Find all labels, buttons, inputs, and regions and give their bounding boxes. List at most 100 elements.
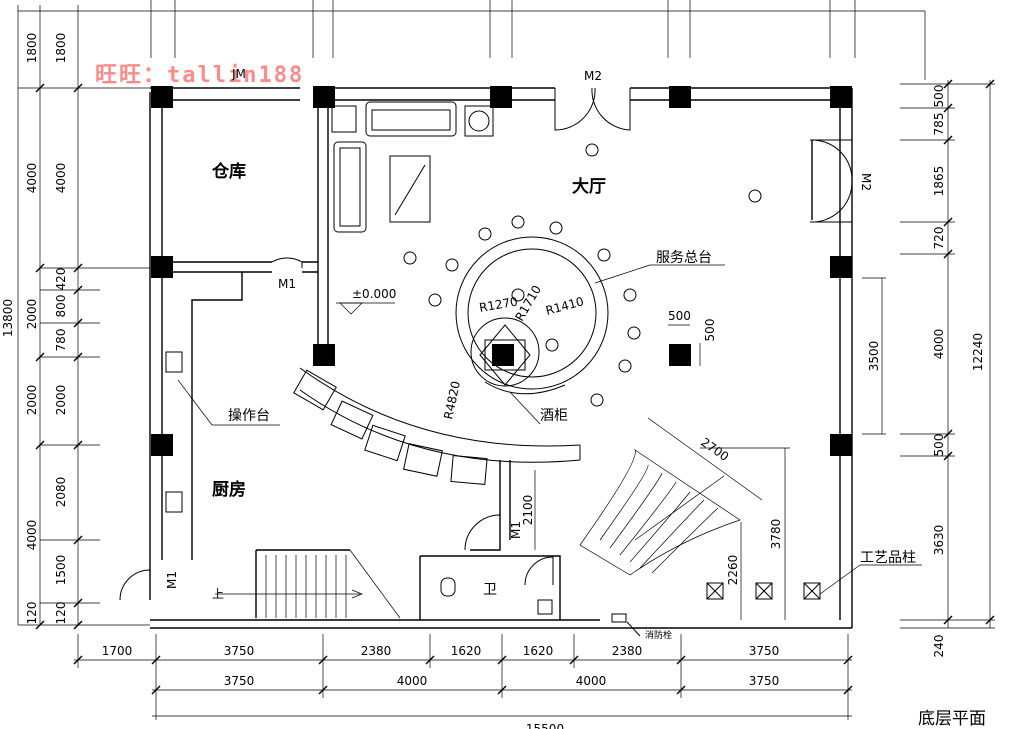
dim-500-v: 500 (703, 319, 717, 342)
bar-stools (428, 215, 641, 407)
column (313, 344, 335, 366)
right-dimension-lines (900, 80, 995, 629)
coffee-table (389, 155, 431, 223)
booth-seat (403, 443, 443, 477)
dim-right-5: 500 (932, 434, 946, 457)
dim-left-c1-5: 120 (25, 602, 39, 625)
elevation-label: ±0.000 (352, 287, 396, 301)
watermark: 旺旺：tallin188 (95, 63, 304, 88)
door-jm-label: JM (231, 67, 246, 81)
column (151, 256, 173, 278)
sink (165, 491, 183, 513)
column (830, 256, 852, 278)
door-wc (524, 556, 554, 586)
booth-seat (450, 455, 488, 485)
dim-bottom-r1-3: 1620 (451, 644, 482, 658)
wine-cabinet-label: 酒柜 (540, 408, 568, 424)
armchair (464, 105, 494, 137)
dim-bottom-r1-5: 2380 (612, 644, 643, 658)
dim-bottom-r1-1: 3750 (224, 644, 255, 658)
wash-basin (537, 599, 553, 615)
dim-bottom-r1-6: 3750 (749, 644, 780, 658)
column (313, 86, 335, 108)
dim-3780: 3780 (769, 519, 783, 550)
column (151, 434, 173, 456)
door-m1-kitchen (119, 569, 151, 601)
outer-walls (149, 87, 853, 629)
drawing-title: 底层平面 (918, 709, 986, 729)
dim-left-c2-7: 1500 (54, 555, 68, 586)
dim-2100: 2100 (521, 495, 535, 526)
interior-walls (162, 100, 561, 620)
dim-bottom-r1-0: 1700 (102, 644, 133, 658)
dim-left-c2-4: 780 (54, 329, 68, 352)
dim-left-c1-0: 1800 (25, 33, 39, 64)
dim-right-7: 240 (932, 635, 946, 658)
radius-4820: R4820 (441, 380, 463, 421)
door-m2-top (554, 87, 631, 131)
dim-left-c2-2: 420 (54, 268, 68, 291)
stairs-lower (215, 549, 401, 619)
work-counter-label: 操作台 (228, 408, 270, 424)
bar-counter (299, 367, 581, 463)
right-dim-texts: 12240 500 785 1865 720 4000 500 3630 240 (932, 85, 985, 658)
dim-left-c1-4: 4000 (25, 520, 39, 551)
column (490, 86, 512, 108)
column (830, 434, 852, 456)
fire-hydrant-label: 消防栓 (645, 629, 672, 641)
column (830, 86, 852, 108)
person-icon (585, 143, 599, 157)
dim-left-c2-1: 4000 (54, 163, 68, 194)
art-column-symbols (706, 582, 821, 600)
dim-right-2: 1865 (932, 166, 946, 197)
dim-2260: 2260 (726, 555, 740, 586)
dim-right-4: 4000 (932, 329, 946, 360)
dim-bottom-r1-4: 1620 (523, 644, 554, 658)
dim-left-c2-8: 120 (54, 602, 68, 625)
column (151, 86, 173, 108)
left-dimension-lines (17, 5, 150, 626)
structural-columns (151, 86, 852, 456)
art-column (706, 582, 724, 600)
dim-left-c2-5: 2000 (54, 385, 68, 416)
right-dim-ticks (943, 79, 995, 625)
dim-bottom-r2-3: 3750 (749, 674, 780, 688)
person-icon (748, 189, 762, 203)
top-extension-lines (18, 0, 926, 80)
dim-bottom-r1-2: 2380 (361, 644, 392, 658)
art-column-label: 工艺品柱 (860, 550, 916, 566)
dim-bottom-r2-0: 3750 (224, 674, 255, 688)
stair-up-label: 上 (212, 587, 224, 601)
dim-bottom-total: 15500 (526, 722, 564, 729)
reception-label: 服务总台 (656, 250, 712, 266)
art-column (755, 582, 773, 600)
dim-left-c1-3: 2000 (25, 385, 39, 416)
booth-seat (330, 400, 374, 440)
room-kitchen: 厨房 (212, 479, 246, 500)
door-m1-kitchen-label: M1 (165, 571, 179, 589)
sink (165, 351, 183, 373)
dim-left-c2-3: 800 (54, 295, 68, 318)
door-m1-warehouse-label: M1 (278, 277, 296, 291)
dim-bottom-r2-2: 4000 (576, 674, 607, 688)
bottom-dim-ticks (73, 655, 853, 695)
wc-label: 卫 (483, 582, 497, 598)
reception-desk (455, 236, 609, 395)
booth-seat (364, 424, 406, 462)
room-warehouse: 仓库 (211, 161, 246, 182)
sofa (365, 101, 457, 137)
door-m1-toilet (464, 514, 501, 551)
bottom-dim-texts: 1700 3750 2380 1620 1620 2380 3750 3750 … (102, 644, 780, 729)
dim-left-c1-2: 2000 (25, 299, 39, 330)
dim-right-0: 500 (932, 85, 946, 108)
column (492, 344, 514, 366)
column (669, 344, 691, 366)
kitchen-fixtures (165, 351, 641, 637)
door-m2-top-label: M2 (584, 69, 602, 83)
person-icon (403, 251, 417, 265)
radius-1410: R1410 (544, 294, 585, 318)
left-dim-texts: 13800 1800 4000 2000 2000 4000 120 1800 … (1, 33, 68, 625)
door-m1-toilet-label: M1 (509, 521, 523, 539)
dim-2700: 2700 (698, 435, 731, 464)
